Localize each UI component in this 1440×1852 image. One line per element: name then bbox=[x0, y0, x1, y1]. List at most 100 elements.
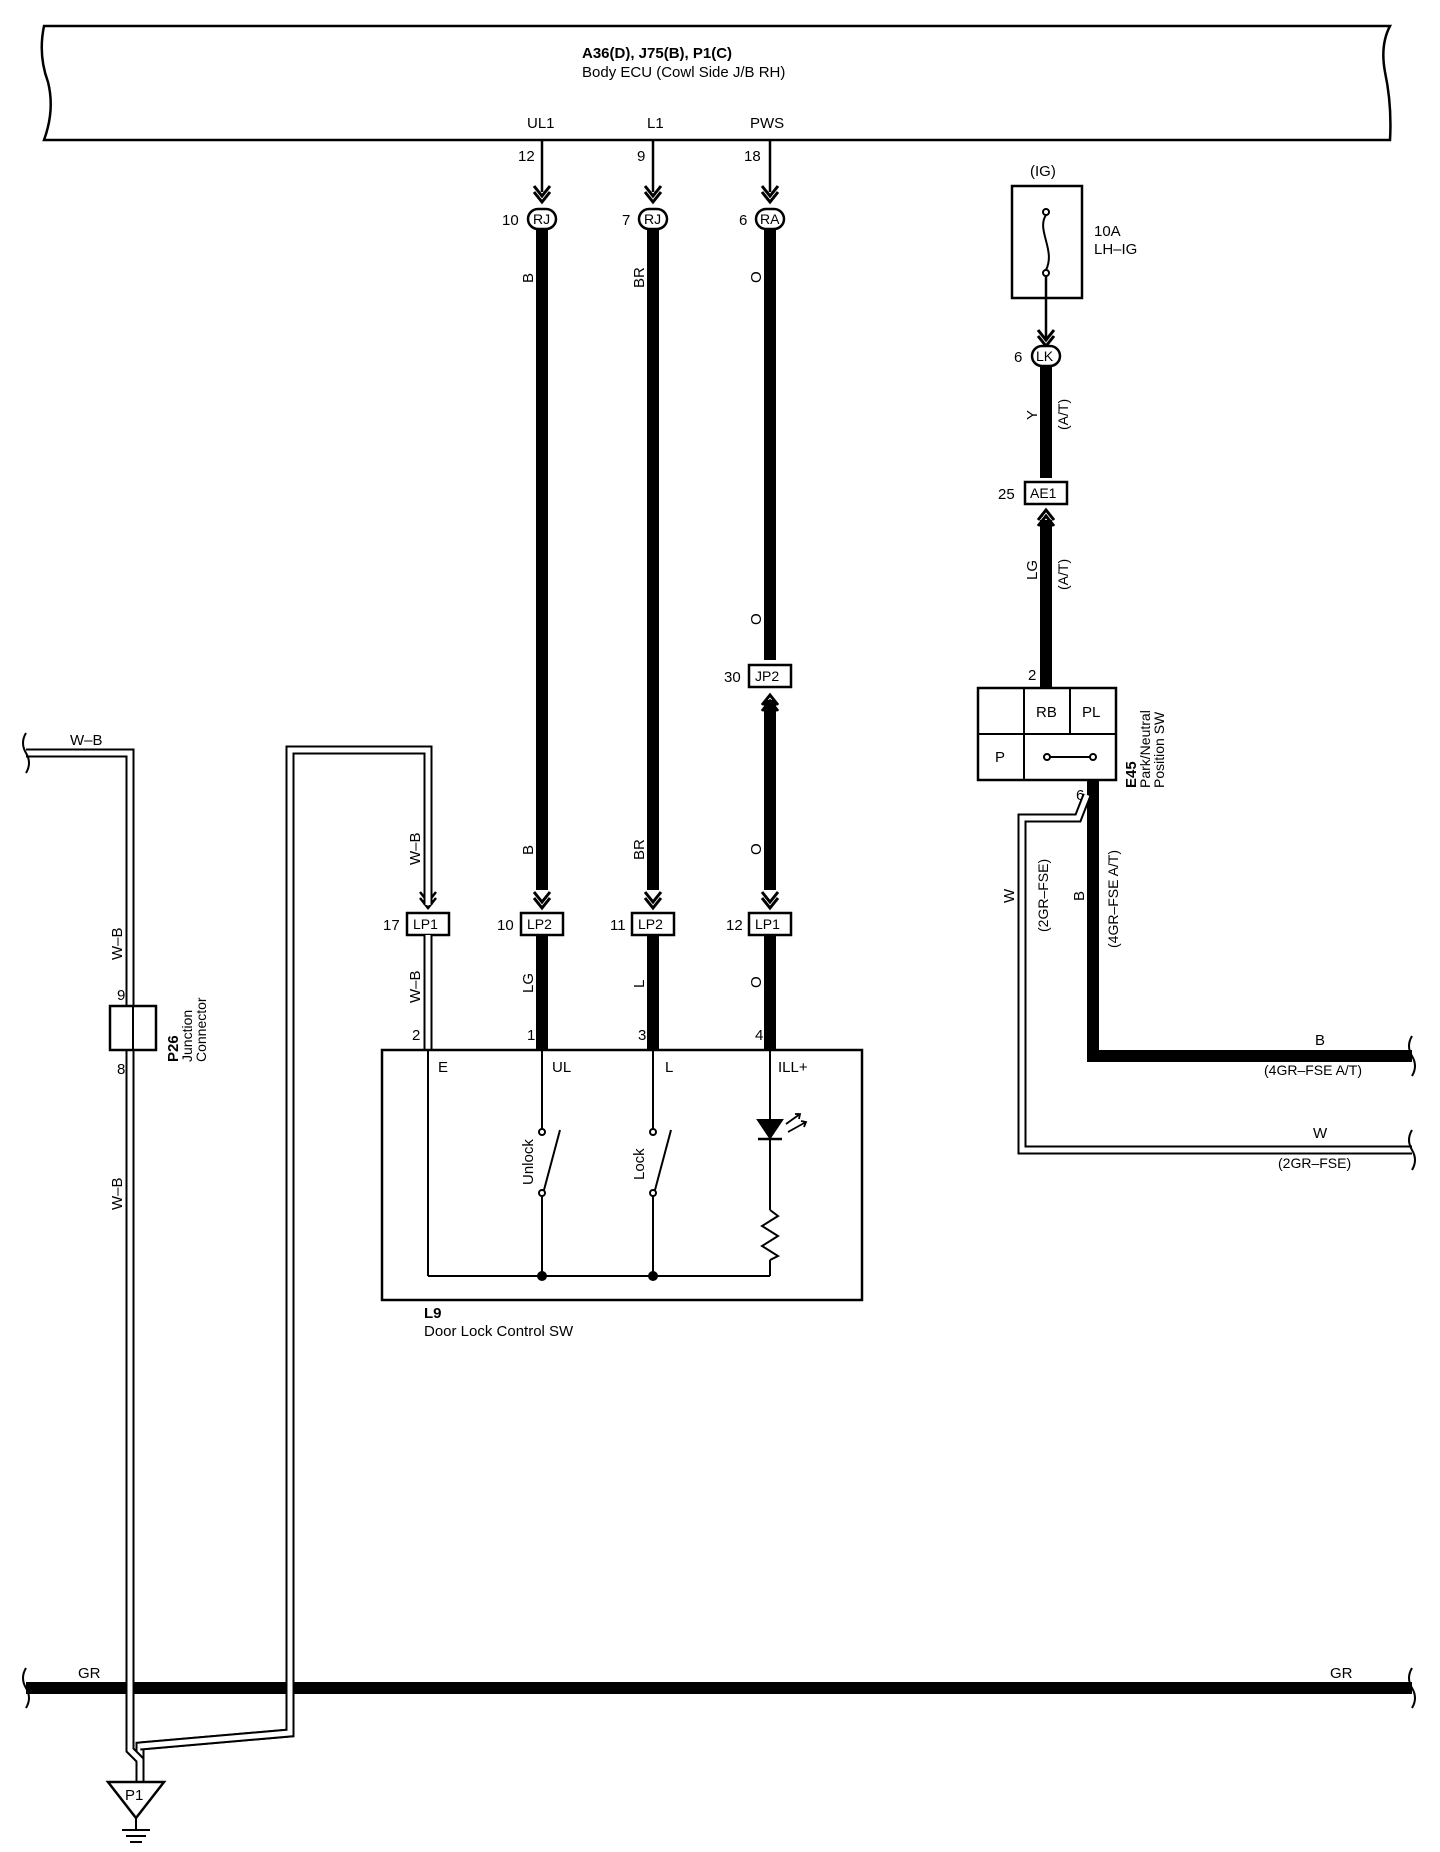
svg-text:W: W bbox=[1001, 888, 1018, 903]
thick-wires-upper: B BR O O bbox=[520, 229, 776, 890]
svg-text:RA: RA bbox=[760, 211, 780, 227]
svg-text:BR: BR bbox=[631, 839, 648, 860]
svg-text:LP1: LP1 bbox=[755, 916, 780, 932]
svg-text:P26: P26 bbox=[165, 1035, 182, 1062]
connector-jp2: JP2 30 bbox=[724, 663, 793, 712]
svg-text:UL: UL bbox=[552, 1059, 571, 1076]
connector-ra: RA 6 bbox=[739, 207, 786, 231]
svg-text:6: 6 bbox=[1076, 787, 1084, 804]
pn-output-wires: W (2GR–FSE) B (4GR–FSE A/T) B (4GR–FSE A… bbox=[1001, 780, 1416, 1171]
ecu-pin-18: 18 bbox=[744, 148, 761, 165]
svg-text:GR: GR bbox=[78, 1665, 101, 1682]
ecu-pin-12: 12 bbox=[518, 148, 535, 165]
connector-lk: LK 6 Y (A/T) bbox=[1014, 344, 1071, 478]
connector-lp2-10: LP2 10 bbox=[497, 911, 565, 937]
svg-text:AE1: AE1 bbox=[1030, 485, 1057, 501]
svg-text:4: 4 bbox=[755, 1027, 763, 1044]
led-icon bbox=[756, 1119, 784, 1140]
ecu-title: A36(D), J75(B), P1(C) bbox=[582, 45, 732, 62]
ground-icon bbox=[122, 1829, 150, 1843]
ecu-terminal-l1: L1 bbox=[647, 115, 664, 132]
junction-connector-p26: 9 8 P26 Junction Connector bbox=[108, 987, 209, 1078]
svg-text:9: 9 bbox=[117, 987, 125, 1004]
svg-text:(A/T): (A/T) bbox=[1055, 559, 1071, 590]
svg-text:LG: LG bbox=[520, 973, 537, 993]
svg-text:3: 3 bbox=[638, 1027, 646, 1044]
pn-switch-name-1: Park/Neutral bbox=[1137, 710, 1153, 788]
svg-text:(4GR–FSE A/T): (4GR–FSE A/T) bbox=[1105, 850, 1121, 948]
connector-ae1: AE1 25 LG (A/T) bbox=[998, 480, 1071, 688]
svg-text:W: W bbox=[1313, 1125, 1328, 1142]
pn-switch-name-2: Position SW bbox=[1151, 711, 1167, 788]
switch-name: Door Lock Control SW bbox=[424, 1323, 574, 1340]
svg-text:(2GR–FSE): (2GR–FSE) bbox=[1278, 1155, 1351, 1171]
svg-text:8: 8 bbox=[117, 1061, 125, 1078]
svg-text:Y: Y bbox=[1024, 410, 1041, 420]
svg-text:10A: 10A bbox=[1094, 223, 1121, 240]
svg-text:30: 30 bbox=[724, 669, 741, 686]
pn-switch-id: E45 bbox=[1123, 761, 1140, 788]
svg-text:2: 2 bbox=[1028, 667, 1036, 684]
left-wb-wire: W–B W–B W–B bbox=[22, 732, 144, 1764]
svg-text:W–B: W–B bbox=[407, 832, 424, 865]
gr-bus: GR GR bbox=[22, 1665, 1416, 1709]
svg-text:(4GR–FSE A/T): (4GR–FSE A/T) bbox=[1264, 1062, 1362, 1078]
svg-text:6: 6 bbox=[739, 212, 747, 229]
thick-wires-lower: LG L O W–B 2 1 3 4 bbox=[407, 935, 776, 1050]
resistor-icon bbox=[760, 1209, 781, 1261]
svg-text:10: 10 bbox=[497, 917, 514, 934]
connector-rj-1: RJ 10 bbox=[502, 207, 558, 231]
svg-text:RB: RB bbox=[1036, 704, 1057, 721]
svg-text:W–B: W–B bbox=[109, 1177, 126, 1210]
svg-text:O: O bbox=[748, 976, 765, 988]
svg-text:JP2: JP2 bbox=[755, 668, 779, 684]
connector-lp2-11: LP2 11 bbox=[610, 911, 676, 937]
door-lock-control-switch: E UL L ILL+ Unlock Lock L9 Door Lock bbox=[380, 1048, 864, 1340]
svg-text:O: O bbox=[748, 843, 765, 855]
svg-text:PL: PL bbox=[1082, 704, 1100, 721]
fuse-lh-ig: (IG) 10A LH–IG bbox=[1010, 163, 1137, 349]
svg-text:7: 7 bbox=[622, 212, 630, 229]
svg-text:L: L bbox=[631, 980, 648, 988]
svg-text:B: B bbox=[1071, 891, 1088, 901]
lp-chevrons bbox=[419, 891, 780, 911]
svg-text:W–B: W–B bbox=[109, 927, 126, 960]
svg-text:(A/T): (A/T) bbox=[1055, 399, 1071, 430]
svg-text:Junction: Junction bbox=[179, 1010, 195, 1062]
svg-text:L: L bbox=[665, 1059, 673, 1076]
body-ecu: A36(D), J75(B), P1(C) Body ECU (Cowl Sid… bbox=[40, 24, 1393, 142]
svg-text:B: B bbox=[1315, 1032, 1325, 1049]
switch-id: L9 bbox=[424, 1305, 442, 1322]
svg-text:B: B bbox=[520, 845, 537, 855]
svg-text:ILL+: ILL+ bbox=[778, 1059, 808, 1076]
wire-label-o-2: O bbox=[748, 613, 765, 625]
wb-wire-switch-ground bbox=[135, 745, 433, 1800]
svg-text:(IG): (IG) bbox=[1030, 163, 1056, 180]
svg-text:LP1: LP1 bbox=[413, 916, 438, 932]
svg-text:LP2: LP2 bbox=[527, 916, 552, 932]
svg-text:(2GR–FSE): (2GR–FSE) bbox=[1035, 859, 1051, 932]
ecu-subtitle: Body ECU (Cowl Side J/B RH) bbox=[582, 64, 785, 81]
svg-text:6: 6 bbox=[1014, 349, 1022, 366]
svg-text:Connector: Connector bbox=[193, 997, 209, 1062]
svg-text:1: 1 bbox=[527, 1027, 535, 1044]
svg-text:17: 17 bbox=[383, 917, 400, 934]
svg-text:11: 11 bbox=[610, 917, 626, 934]
svg-text:LK: LK bbox=[1036, 348, 1054, 364]
ecu-terminal-pws: PWS bbox=[750, 115, 784, 132]
svg-text:W–B: W–B bbox=[70, 732, 103, 749]
svg-text:P: P bbox=[995, 749, 1005, 766]
svg-text:RJ: RJ bbox=[533, 211, 550, 227]
wire-label-br: BR bbox=[631, 267, 648, 288]
ecu-terminal-ul1: UL1 bbox=[527, 115, 555, 132]
connector-lp1-17: LP1 17 bbox=[383, 911, 451, 937]
svg-text:P1: P1 bbox=[125, 1787, 143, 1804]
ground-p1: P1 bbox=[105, 1780, 167, 1843]
connector-lp1-12: LP1 12 bbox=[726, 911, 793, 937]
wire-labels-mid: B BR O W–B bbox=[407, 832, 765, 865]
svg-text:LH–IG: LH–IG bbox=[1094, 241, 1137, 258]
svg-text:10: 10 bbox=[502, 212, 519, 229]
wire-label-b: B bbox=[520, 273, 537, 283]
lock-label: Lock bbox=[631, 1148, 648, 1180]
svg-text:LP2: LP2 bbox=[638, 916, 663, 932]
